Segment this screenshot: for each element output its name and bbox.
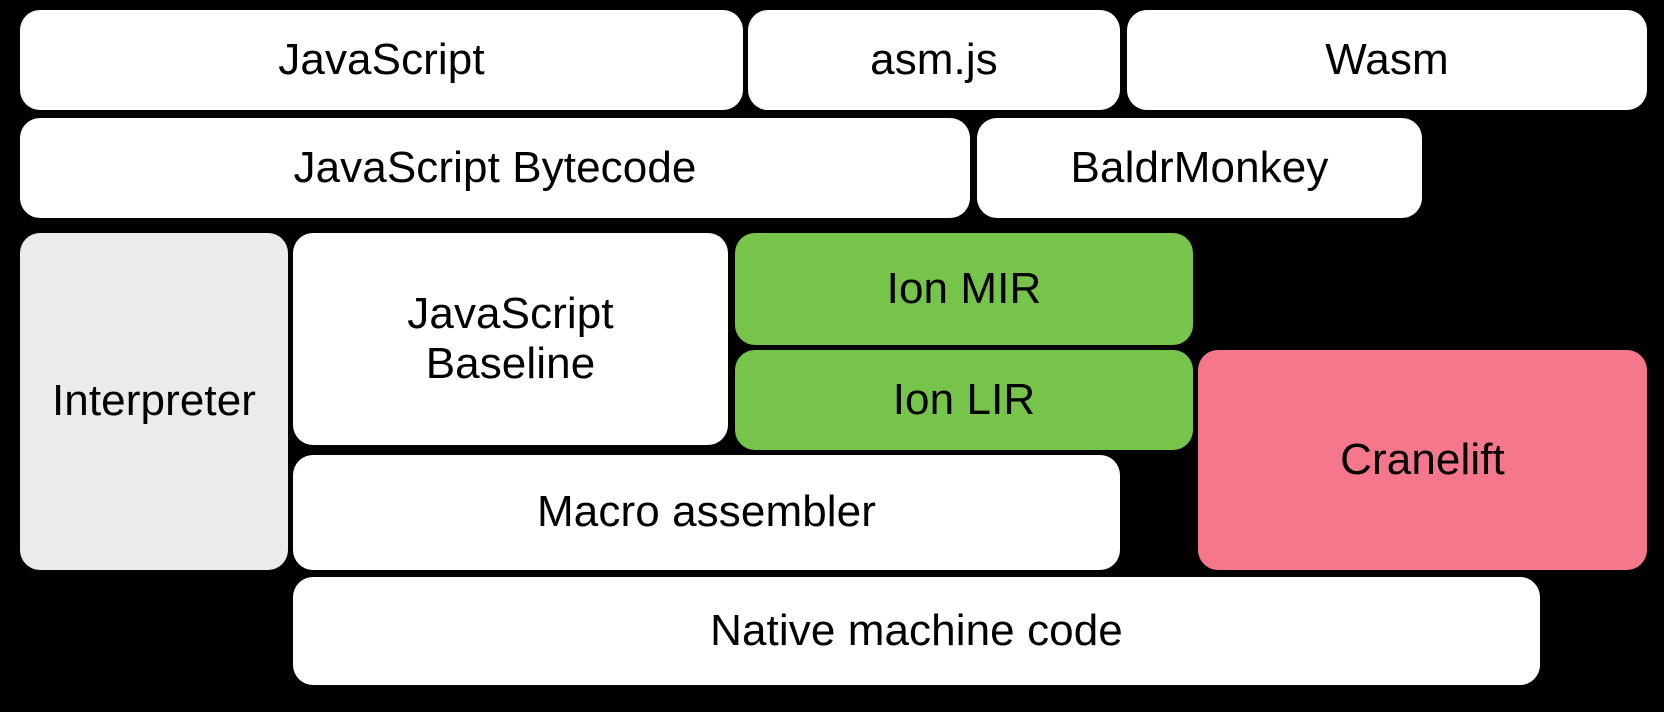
diagram-node-javascript-baseline[interactable]: JavaScript Baseline (293, 233, 728, 445)
diagram-node-baldrmonkey[interactable]: BaldrMonkey (977, 118, 1422, 218)
diagram-node-javascript[interactable]: JavaScript (20, 10, 743, 110)
diagram-node-cranelift[interactable]: Cranelift (1198, 350, 1647, 570)
diagram-node-javascript-bytecode[interactable]: JavaScript Bytecode (20, 118, 970, 218)
diagram-node-ion-lir[interactable]: Ion LIR (735, 350, 1193, 450)
diagram-node-wasm[interactable]: Wasm (1127, 10, 1647, 110)
diagram-node-macro-assembler[interactable]: Macro assembler (293, 455, 1120, 570)
diagram-node-asm-js[interactable]: asm.js (748, 10, 1120, 110)
diagram-node-ion-mir[interactable]: Ion MIR (735, 233, 1193, 345)
diagram-node-interpreter[interactable]: Interpreter (20, 233, 288, 570)
diagram-node-native-machine-code[interactable]: Native machine code (293, 577, 1540, 685)
